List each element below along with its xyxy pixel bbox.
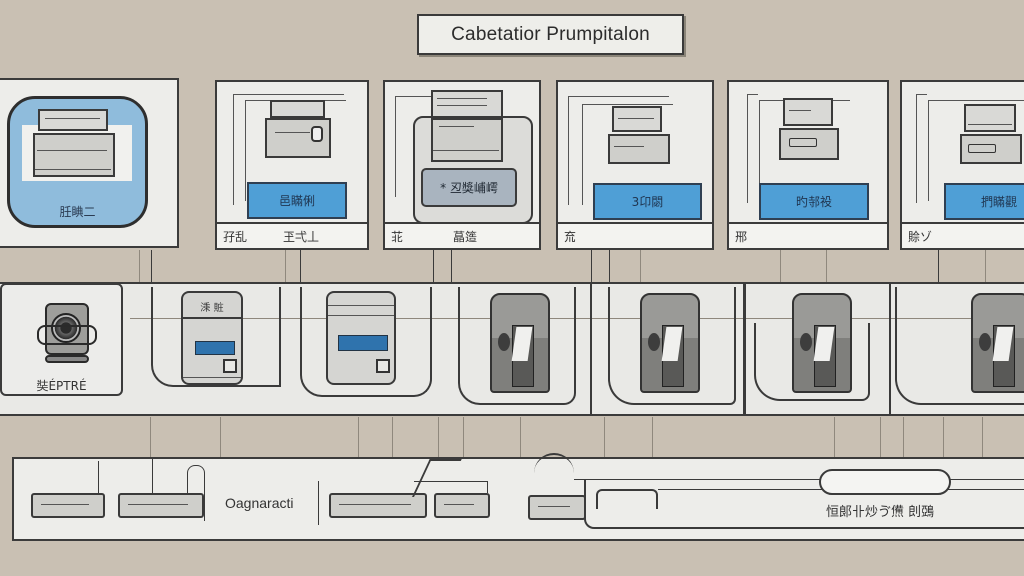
footer-label-right: 蕌簉 bbox=[453, 230, 478, 244]
scanner-mechanism-icon bbox=[971, 293, 1024, 393]
card-reader-icon: 溗 賍 bbox=[181, 291, 243, 385]
footer-label-left: 㐬 bbox=[564, 230, 577, 244]
rack-unit-1[interactable] bbox=[31, 493, 105, 518]
diagram-title: Cabetatior Prumpitalon bbox=[417, 14, 684, 55]
footer-label-right: 玊弌丄 bbox=[283, 230, 320, 244]
scanner-mechanism-icon bbox=[490, 293, 550, 393]
printer-icon bbox=[431, 90, 507, 164]
card-reader-icon bbox=[326, 291, 396, 385]
bottom-label-left: Oagnaracti bbox=[225, 495, 294, 511]
printer-panel-2[interactable]: 邑瞞俐 孖乱 玊弌丄 bbox=[215, 80, 369, 250]
rack-unit-5[interactable] bbox=[528, 495, 586, 520]
handle-slider[interactable] bbox=[819, 469, 951, 495]
device-tile-4[interactable] bbox=[452, 283, 588, 415]
printer-panel-5[interactable]: 旳邿祋 郉 bbox=[727, 80, 889, 250]
panel-footer: 賒ゾ bbox=[902, 222, 1024, 248]
device-tile-1[interactable]: 奘ÉPTRÉ bbox=[0, 283, 123, 396]
printer-icon bbox=[33, 109, 123, 184]
panel-action-button[interactable]: 捫瞞觀 bbox=[944, 183, 1024, 220]
tile-label: 奘ÉPTRÉ bbox=[36, 379, 87, 393]
footer-label-left: 孖乱 bbox=[223, 230, 248, 244]
device-tile-3[interactable] bbox=[286, 283, 436, 415]
bottom-label-right: 恒郞卝炒ゔ㷶 剆鵶 bbox=[826, 505, 935, 520]
panel-action-button[interactable]: 邑瞞俐 bbox=[247, 182, 347, 219]
panel-footer: 孖乱 玊弌丄 bbox=[217, 222, 367, 248]
device-header-text: 溗 賍 bbox=[200, 303, 224, 314]
printer-panel-3[interactable]: * 丒獎峬嶀 苝 蕌簉 bbox=[383, 80, 541, 250]
panel-action-button[interactable]: 3卬閟 bbox=[593, 183, 702, 220]
device-tile-2[interactable]: 溗 賍 bbox=[139, 283, 284, 415]
rack-unit-3[interactable] bbox=[329, 493, 427, 518]
panel-footer: 郉 bbox=[729, 222, 887, 248]
printer-icon bbox=[265, 100, 335, 165]
rounded-blue-card[interactable]: 䏕睓二 bbox=[7, 96, 148, 228]
scanner-mechanism-icon bbox=[640, 293, 700, 393]
rack-unit-4[interactable] bbox=[434, 493, 490, 518]
panel-footer: 㐬 bbox=[558, 222, 712, 248]
panel-status-button[interactable]: * 丒獎峬嶀 bbox=[421, 168, 517, 207]
footer-label-left: 郉 bbox=[735, 230, 748, 244]
panel-footer: 苝 蕌簉 bbox=[385, 222, 539, 248]
printer-panel-4[interactable]: 3卬閟 㐬 bbox=[556, 80, 714, 250]
footer-label-left: 賒ゾ bbox=[908, 230, 933, 244]
printer-icon bbox=[960, 104, 1024, 170]
scanner-mechanism-icon bbox=[792, 293, 852, 393]
panel-action-button[interactable]: 旳邿祋 bbox=[759, 183, 869, 220]
printer-panel-6[interactable]: 捫瞞觀 賒ゾ bbox=[900, 80, 1024, 250]
device-tile-5[interactable] bbox=[592, 283, 742, 415]
rack-unit-2[interactable] bbox=[118, 493, 204, 518]
panel-label: 䏕睓二 bbox=[59, 205, 96, 219]
device-tile-6[interactable] bbox=[746, 283, 886, 415]
printer-icon bbox=[779, 98, 847, 168]
bottom-bar: Oagnaracti 恒郞卝炒ゔ㷶 剆鵶 bbox=[12, 453, 1024, 541]
footer-label-left: 苝 bbox=[391, 230, 404, 244]
printer-icon bbox=[608, 106, 674, 168]
device-tile-7[interactable] bbox=[891, 283, 1024, 415]
webcam-icon bbox=[37, 303, 99, 365]
printer-panel-1[interactable]: 䏕睓二 bbox=[0, 78, 179, 248]
